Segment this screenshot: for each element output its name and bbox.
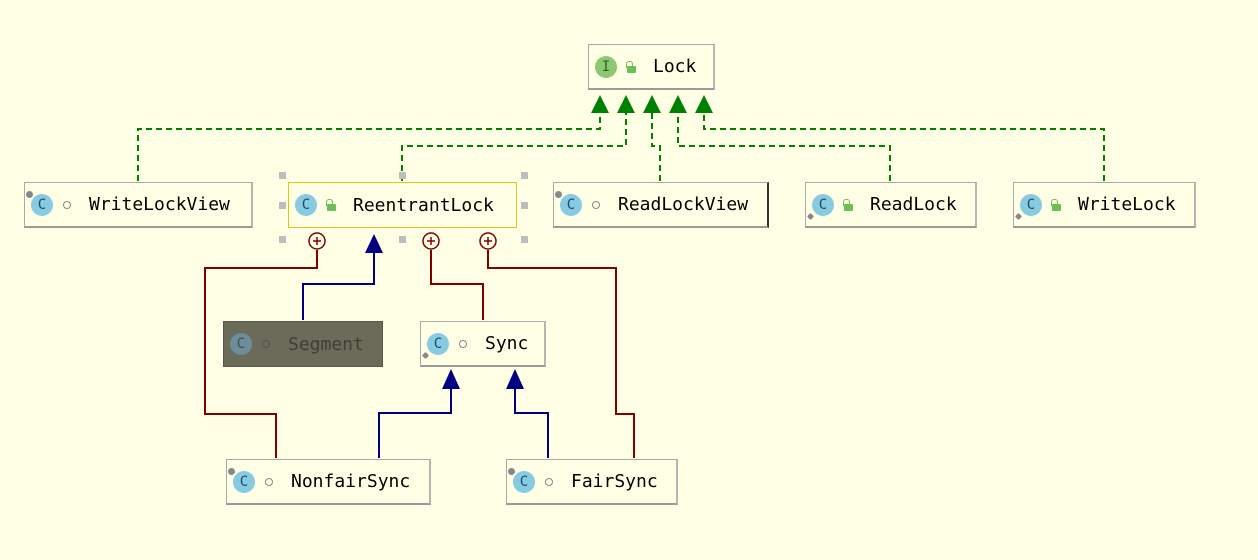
class-c-icon: C (806, 193, 834, 220)
arrowhead-extends (442, 369, 460, 389)
arrowhead-implements (695, 95, 713, 113)
inner-class-marker-icon (422, 232, 440, 250)
node-reentrant-lock[interactable]: C ReentrantLock (288, 182, 517, 228)
edge-nonfairsync-sync (378, 388, 452, 458)
node-sync[interactable]: C Sync (420, 321, 546, 367)
edge-fairsync-sync (514, 388, 549, 458)
node-read-lock[interactable]: C ReadLock (805, 182, 977, 228)
selection-handle[interactable] (521, 236, 528, 243)
node-write-lock[interactable]: C WriteLock (1013, 182, 1196, 228)
package-dot-icon (592, 200, 600, 209)
arrowhead-implements (669, 95, 687, 113)
inner-class-marker-icon (479, 232, 497, 250)
pin-icon (806, 212, 815, 220)
package-dot-icon (545, 477, 553, 486)
inner-class-marker-icon (308, 232, 326, 250)
selection-handle[interactable] (279, 236, 286, 243)
edge-segment-reentrantlock (302, 252, 375, 320)
node-read-lock-view[interactable]: C ReadLockView (553, 182, 769, 228)
pin-icon (421, 351, 430, 359)
arrowhead-extends (365, 234, 383, 253)
unlocked-padlock-icon (842, 198, 853, 211)
selection-handle[interactable] (521, 172, 528, 179)
interface-i-icon: I (595, 55, 617, 78)
class-c-icon: C (1014, 193, 1042, 220)
class-c-icon: C (228, 467, 255, 493)
edge-writelockview-lock (137, 112, 601, 181)
selection-handle[interactable] (399, 172, 406, 179)
node-write-lock-view[interactable]: C WriteLockView (24, 182, 253, 228)
package-dot-icon (262, 340, 270, 348)
node-segment[interactable]: C Segment (223, 321, 383, 367)
class-c-icon: C (26, 190, 53, 216)
unlocked-padlock-icon (325, 199, 336, 211)
class-c-icon: C (230, 333, 252, 355)
node-label: WriteLockView (89, 194, 230, 215)
node-label: NonfairSync (291, 471, 411, 492)
arrowhead-implements (643, 95, 661, 113)
node-fair-sync[interactable]: C FairSync (506, 459, 678, 505)
node-label: Segment (288, 333, 364, 355)
selection-handle[interactable] (279, 172, 286, 179)
node-label: WriteLock (1078, 194, 1176, 215)
node-nonfair-sync[interactable]: C NonfairSync (226, 459, 431, 505)
unlocked-padlock-icon (625, 60, 636, 73)
edge-readlockview-lock (651, 112, 661, 181)
package-dot-icon (459, 339, 467, 348)
pin-icon (26, 190, 33, 198)
node-label: ReadLockView (618, 194, 749, 215)
class-c-icon: C (295, 194, 317, 216)
package-dot-icon (265, 477, 273, 486)
arrowhead-implements (617, 95, 635, 113)
node-label: Lock (653, 56, 697, 77)
node-label: ReadLock (870, 194, 957, 215)
arrowhead-implements (591, 95, 609, 113)
node-label: ReentrantLock (353, 194, 494, 216)
selection-handle[interactable] (399, 236, 406, 243)
unlocked-padlock-icon (1050, 198, 1061, 211)
package-dot-icon (63, 200, 71, 209)
edge-sync-reentrantlock (430, 250, 484, 320)
edge-readlock-lock (677, 112, 891, 181)
selection-handle[interactable] (521, 202, 528, 209)
edge-fairsync-reentrantlock (487, 250, 635, 458)
node-label: FairSync (571, 471, 658, 492)
node-lock[interactable]: I Lock (588, 44, 715, 90)
selection-handle[interactable] (279, 202, 286, 209)
edge-nonfairsync-reentrantlock (204, 250, 318, 458)
pin-icon (228, 467, 235, 475)
pin-icon (555, 190, 562, 198)
arrowhead-extends (506, 369, 524, 389)
class-c-icon: C (555, 190, 582, 216)
node-label: Sync (485, 333, 529, 354)
class-c-icon: C (421, 332, 449, 359)
edge-reentrantlock-lock (401, 112, 627, 181)
class-c-icon: C (508, 467, 535, 493)
pin-icon (508, 467, 515, 475)
pin-icon (1014, 212, 1023, 220)
edge-writelock-lock (703, 112, 1105, 181)
